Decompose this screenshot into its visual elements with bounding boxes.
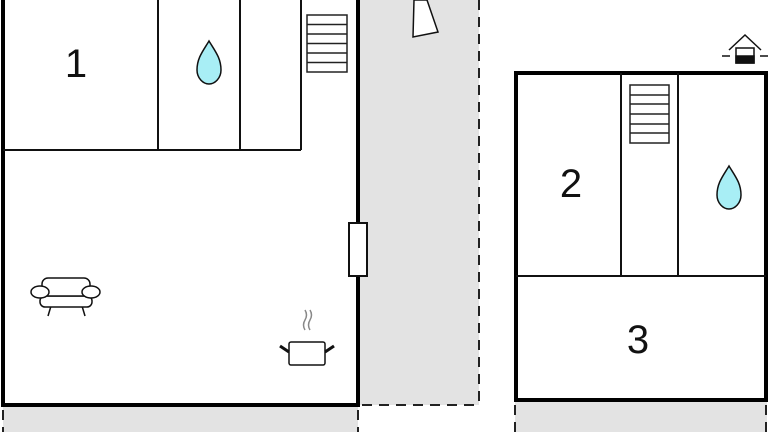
water-drop-icon	[716, 164, 742, 210]
room-label-2: 2	[560, 162, 582, 206]
stairs-icon	[629, 84, 670, 144]
terrace-below-building-2	[514, 400, 767, 432]
sofa-icon	[30, 277, 101, 317]
room-label-3: 3	[627, 318, 649, 362]
terrace-right-of-building-1	[358, 0, 480, 406]
terrace-below-building-1	[2, 405, 359, 432]
stairs-icon	[306, 14, 348, 73]
entrance-icon	[722, 33, 768, 64]
building-1	[1, 0, 360, 407]
water-drop-icon	[196, 39, 222, 85]
cooking-pot-icon	[279, 309, 335, 366]
room-label-1: 1	[65, 42, 87, 86]
north-arrow-icon	[412, 0, 439, 38]
window-icon	[348, 222, 368, 277]
